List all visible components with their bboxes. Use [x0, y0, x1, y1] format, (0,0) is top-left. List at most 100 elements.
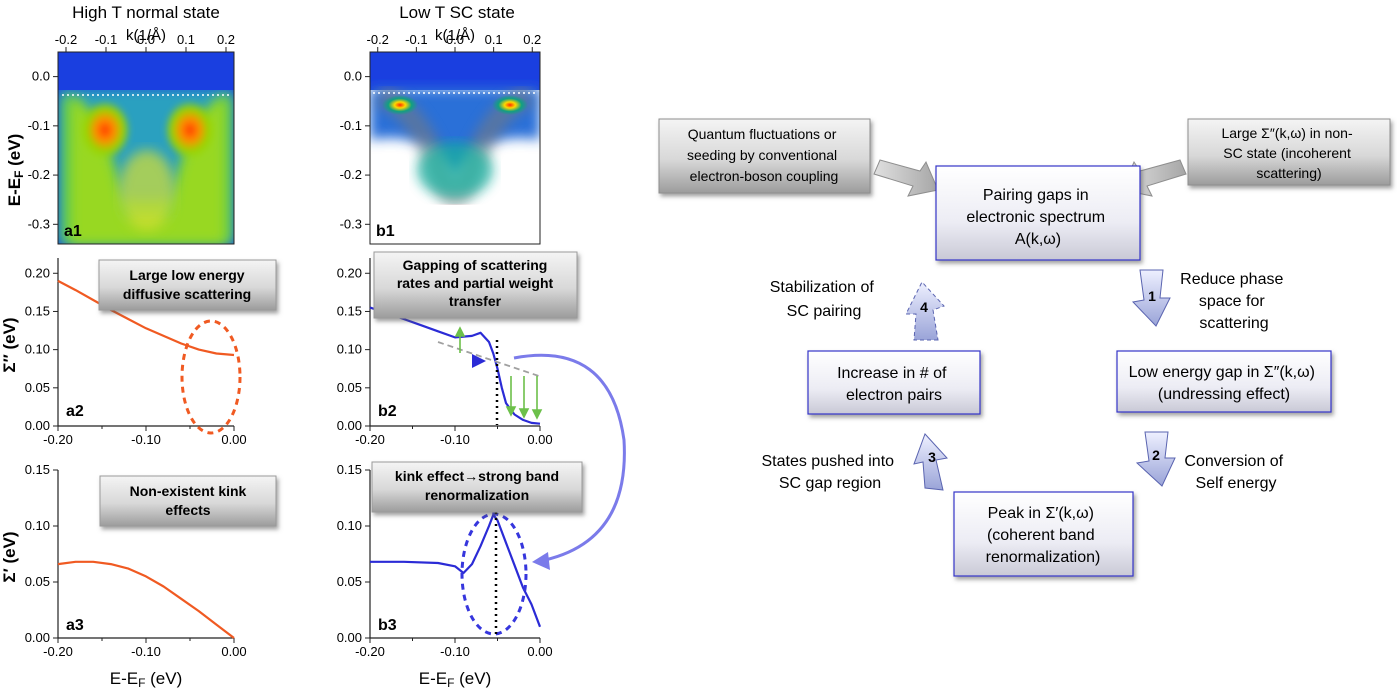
svg-text:4: 4 [920, 299, 928, 315]
y-tick-label-a2-1: 0.15 [25, 303, 50, 318]
y-tick-label-a3-1: 0.10 [25, 518, 50, 533]
input-box-left-text: Quantum fluctuations or seeding by conve… [687, 126, 841, 184]
k-tick-label-b1-2: 0.0 [446, 32, 464, 47]
node-left-text: Increase in # of electron pairs [837, 365, 951, 404]
x-tick-label-b3-2: 0.00 [527, 644, 552, 659]
x-tick-label-a2-2: 0.00 [221, 432, 246, 447]
e-tick-label-a1-0: 0.0 [32, 69, 50, 84]
x-tick-label-b2-0: -0.20 [355, 432, 385, 447]
x-tick-label-a2-1: -0.10 [131, 432, 161, 447]
input-box-left [658, 118, 871, 194]
svg-text:2: 2 [1152, 447, 1160, 463]
panel-label-b2: b2 [378, 403, 397, 420]
e-tick-label-b1-2: -0.2 [340, 167, 362, 182]
series-line-b3-0 [370, 513, 542, 628]
gray-arrow-left [873, 159, 939, 197]
y-tick-label-a3-2: 0.05 [25, 574, 50, 589]
y-tick-label-b2-2: 0.10 [337, 342, 362, 357]
input-box-right-text: Large Σ″(k,ω) in non- SC state (incohere… [1221, 125, 1356, 181]
y-tick-label-a2-2: 0.10 [25, 342, 50, 357]
step-4-text: Stabilization of SC pairing [770, 279, 879, 320]
step-arrow-4: 4 [905, 281, 945, 341]
x-axis-label-b: E-EF (eV) [419, 669, 492, 690]
series-line-b2-0 [369, 306, 541, 425]
x-tick-label-b2-2: 0.00 [527, 432, 552, 447]
k-tick-label-a1-4: 0.2 [217, 32, 235, 47]
callout-b2 [373, 251, 578, 319]
x-tick-label-a3-0: -0.20 [43, 644, 73, 659]
series-line-b2-1 [437, 341, 541, 378]
step-2-text: Conversion of Self energy [1184, 453, 1287, 492]
panel-label-a1: a1 [64, 223, 82, 240]
image-axes: -0.2 -0.1 0.0 0.1 0.2 0.0 -0.1 -0.2 -0.3 -0.2 -0.1… [28, 32, 542, 231]
y-tick-label-b3-0: 0.15 [337, 462, 362, 477]
y-tick-label-b3-2: 0.05 [337, 574, 362, 589]
y-tick-label-b3-3: 0.00 [337, 630, 362, 645]
panel-label-b1: b1 [376, 223, 395, 240]
panel-label-b3: b3 [378, 617, 397, 634]
node-bottom [953, 491, 1134, 577]
y-tick-label-b2-4: 0.00 [337, 418, 362, 433]
node-bottom-text: Peak in Σ′(k,ω) (coherent band renormali… [986, 505, 1101, 566]
e-tick-label-a1-3: -0.3 [28, 216, 50, 231]
input-box-right [1187, 118, 1391, 186]
ellipse-b3 [460, 512, 528, 636]
e-tick-label-b1-3: -0.3 [340, 216, 362, 231]
panel-label-a2: a2 [66, 403, 84, 420]
center-node-text: Pairing gaps in electronic spectrum A(k,… [966, 187, 1109, 248]
callout-a3 [99, 475, 277, 527]
k-axis-label-a: k(1/Å) [126, 27, 166, 44]
step-1-text: Reduce phase space for scattering [1180, 271, 1288, 332]
e-tick-label-a1-2: -0.2 [28, 167, 50, 182]
arpes-image-b1 [370, 52, 540, 244]
callout-b3 [371, 461, 583, 513]
svg-text:3: 3 [928, 449, 936, 465]
k-tick-label-a1-3: 0.1 [177, 32, 195, 47]
step-arrow-3: 3 [913, 433, 948, 491]
k-tick-label-b1-4: 0.2 [523, 32, 541, 47]
diagram: Quantum fluctuations or seeding by conve… [658, 118, 1391, 577]
k-tick-label-a1-2: 0.0 [137, 32, 155, 47]
y-tick-label-a2-0: 0.20 [25, 265, 50, 280]
y-tick-label-b2-0: 0.20 [337, 265, 362, 280]
x-tick-label-a3-2: 0.00 [221, 644, 246, 659]
sigma2-axis-label: Σ″ (eV) [0, 317, 19, 372]
col-b-title: Low T SC state [399, 3, 515, 22]
k-tick-label-b1-0: -0.2 [367, 32, 389, 47]
y-tick-label-b2-3: 0.05 [337, 380, 362, 395]
series-line-a2-0 [57, 279, 235, 357]
node-right [1116, 350, 1332, 413]
x-axis-label-a: E-EF (eV) [110, 669, 183, 690]
x-tick-label-b3-0: -0.20 [355, 644, 385, 659]
step-arrow-2: 2 [1135, 431, 1176, 487]
col-a-title: High T normal state [72, 3, 220, 22]
callout-a2 [98, 259, 277, 311]
e-tick-label-b1-1: -0.1 [340, 118, 362, 133]
k-tick-label-b1-3: 0.1 [485, 32, 503, 47]
x-tick-label-a3-1: -0.10 [131, 644, 161, 659]
energy-axis-label: E-EF (eV) [5, 134, 26, 207]
x-tick-label-b3-1: -0.10 [440, 644, 470, 659]
svg-text:1: 1 [1148, 288, 1156, 304]
center-node [935, 165, 1141, 261]
arpes-image-a1 [58, 52, 234, 244]
y-tick-label-a2-3: 0.05 [25, 380, 50, 395]
y-tick-label-b2-1: 0.15 [337, 303, 362, 318]
panel-label-a3: a3 [66, 617, 84, 634]
y-tick-label-b3-1: 0.10 [337, 518, 362, 533]
sigma1-axis-label: Σ′ (eV) [0, 531, 19, 582]
k-tick-label-b1-1: -0.1 [405, 32, 427, 47]
x-tick-label-b2-1: -0.10 [440, 432, 470, 447]
transfer-arrow [244, 354, 486, 368]
e-tick-label-b1-0: 0.0 [344, 69, 362, 84]
y-tick-label-a3-3: 0.00 [25, 630, 50, 645]
e-tick-label-a1-1: -0.1 [28, 118, 50, 133]
step-3-text: States pushed into SC gap region [762, 453, 899, 492]
series-line-a3-0 [57, 560, 235, 639]
